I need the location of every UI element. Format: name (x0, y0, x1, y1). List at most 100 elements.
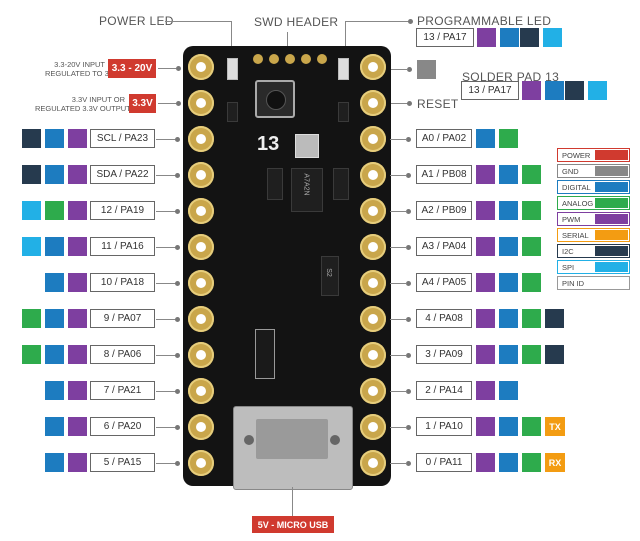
power-led-label: POWER LED (99, 14, 174, 28)
pin-dot (175, 389, 180, 394)
pin-leader (390, 283, 407, 284)
header-pad (360, 54, 386, 80)
legend-item: SERIAL (557, 228, 630, 242)
prog-led-dot (408, 19, 413, 24)
analog-swatch (522, 165, 541, 184)
legend-swatch (595, 150, 628, 160)
pin-leader (390, 463, 407, 464)
pin-dot (406, 209, 411, 214)
usb-leader (292, 487, 293, 516)
pin-label: 11 / PA16 (90, 237, 155, 256)
pin-dot (406, 389, 411, 394)
power-led-leader (165, 21, 231, 22)
serial-badge: RX (545, 453, 565, 472)
vin-badge: 3.3 - 20V (108, 59, 156, 78)
i2c-swatch (22, 129, 41, 148)
digital-swatch (499, 309, 518, 328)
analog-swatch (522, 201, 541, 220)
header-pad (360, 126, 386, 152)
pwm-swatch (522, 81, 541, 100)
pin-dot (175, 209, 180, 214)
digital-swatch (45, 237, 64, 256)
pin-label: 4 / PA08 (416, 309, 472, 328)
pwm-swatch (68, 417, 87, 436)
v3-note-line2: REGULATED 3.3V OUTPUT (35, 104, 131, 113)
legend-swatch (595, 198, 628, 208)
digital-swatch (45, 453, 64, 472)
usb-connector (233, 406, 353, 490)
legend-label: ANALOG (562, 198, 594, 208)
pin-label: A1 / PB08 (416, 165, 472, 184)
header-pad (188, 90, 214, 116)
pin-leader (390, 319, 407, 320)
swd-pad (301, 54, 311, 64)
digital-swatch (500, 28, 519, 47)
header-pad (360, 414, 386, 440)
pin-dot (175, 353, 180, 358)
pin-label: 12 / PA19 (90, 201, 155, 220)
pwm-swatch (476, 201, 495, 220)
pwm-swatch (476, 453, 495, 472)
board: 13 A7A2N S2 (183, 46, 391, 490)
legend-swatch (595, 262, 628, 272)
pin-label: 6 / PA20 (90, 417, 155, 436)
header-pad (188, 162, 214, 188)
usb-label: 5V - MICRO USB (252, 516, 334, 533)
pin-label: A2 / PB09 (416, 201, 472, 220)
header-pad (188, 54, 214, 80)
header-pad (360, 198, 386, 224)
swd-leader (287, 32, 288, 50)
spi-swatch (588, 81, 607, 100)
legend-label: POWER (562, 150, 591, 160)
pwm-swatch (68, 381, 87, 400)
digital-swatch (45, 309, 64, 328)
prog-led-leader (345, 21, 410, 22)
pin-label: 5 / PA15 (90, 453, 155, 472)
pwm-swatch (476, 381, 495, 400)
resistor (227, 102, 238, 122)
legend-swatch (595, 214, 628, 224)
vin-note-line2: REGULATED TO 3.3V (45, 69, 121, 78)
digital-swatch (499, 453, 518, 472)
legend-swatch (595, 182, 628, 192)
i2c-swatch (545, 345, 564, 364)
pin-dot (406, 281, 411, 286)
analog-swatch (522, 309, 541, 328)
reset-leader (390, 103, 408, 104)
reset-label: RESET (417, 97, 459, 111)
analog-swatch (45, 201, 64, 220)
header-pad (188, 126, 214, 152)
i2c-swatch (22, 165, 41, 184)
header-pad (360, 342, 386, 368)
pin-leader (156, 175, 176, 176)
legend-swatch (595, 166, 628, 176)
analog-swatch (522, 273, 541, 292)
pin-dot (175, 245, 180, 250)
digital-swatch (45, 129, 64, 148)
digital-swatch (45, 165, 64, 184)
programmable-led-label: PROGRAMMABLE LED (417, 14, 552, 28)
power-led-leader-v (231, 21, 232, 53)
prog-led-leader-v (345, 21, 346, 53)
spi-swatch (22, 237, 41, 256)
pwm-swatch (476, 237, 495, 256)
pwm-swatch (68, 165, 87, 184)
digital-swatch (499, 201, 518, 220)
pin-label: A0 / PA02 (416, 129, 472, 148)
digital-swatch (499, 381, 518, 400)
analog-swatch (522, 453, 541, 472)
pin-leader (156, 139, 176, 140)
reset-dot (407, 101, 412, 106)
spi-swatch (22, 201, 41, 220)
swd-pad (269, 54, 279, 64)
header-pad (188, 414, 214, 440)
analog-swatch (499, 129, 518, 148)
pwm-swatch (476, 345, 495, 364)
pin-leader (390, 211, 407, 212)
digital-swatch (45, 417, 64, 436)
v3-leader (158, 103, 176, 104)
reset-button[interactable] (255, 80, 295, 118)
pin-dot (175, 281, 180, 286)
swd-pad (285, 54, 295, 64)
pin-leader (156, 427, 176, 428)
